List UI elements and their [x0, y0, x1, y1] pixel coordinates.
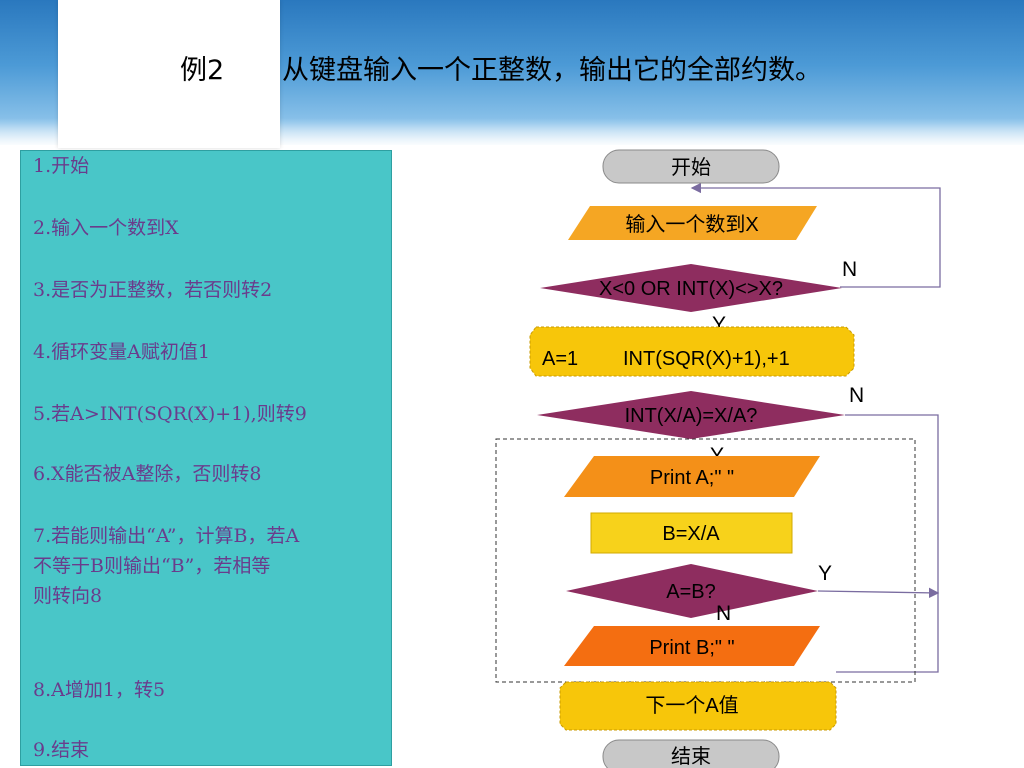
start-terminal	[602, 149, 780, 184]
equal-decision	[566, 564, 818, 618]
end-terminal	[602, 739, 780, 768]
equal-no-label: N	[716, 602, 731, 625]
step-9: 9.结束	[33, 739, 90, 761]
step-7: 7.若能则输出“A”，计算B，若A	[33, 525, 300, 547]
calc-b-label: B=X/A	[662, 523, 720, 545]
title-tab	[58, 0, 280, 148]
calc-b-box	[590, 512, 793, 554]
start-label: 开始	[671, 156, 711, 179]
equal-label: A=B?	[666, 581, 715, 603]
print-a-parallelogram	[564, 456, 820, 497]
step-7-line-3: 则转向8	[33, 585, 103, 607]
step-5: 5.若A>INT(SQR(X)+1),则转9	[33, 403, 307, 425]
check-label: X<0 OR INT(X)<>X?	[599, 278, 783, 300]
step-8: 8.A增加1，转5	[33, 679, 166, 701]
step-4: 4.循环变量A赋初值1	[33, 341, 210, 363]
input-label: 输入一个数到X	[625, 213, 758, 236]
print-b-label: Print B;" "	[649, 637, 734, 659]
divisible-decision	[537, 391, 845, 439]
input-parallelogram	[568, 206, 817, 240]
loop-range-label: INT(SQR(X)+1),+1	[623, 348, 790, 370]
print-b-parallelogram	[564, 626, 820, 666]
next-a-box	[559, 681, 837, 731]
divisible-label: INT(X/A)=X/A?	[625, 405, 758, 427]
end-label: 结束	[671, 745, 711, 768]
print-a-label: Print A;" "	[650, 467, 734, 489]
page-title: 从键盘输入一个正整数，输出它的全部约数。	[282, 55, 822, 86]
steps-panel: 1.开始 2.输入一个数到X 3.是否为正整数，若否则转2 4.循环变量A赋初值…	[20, 150, 392, 766]
loop-init-box	[529, 326, 855, 377]
step-6: 6.X能否被A整除，否则转8	[33, 463, 262, 485]
check-decision	[540, 264, 842, 312]
example-number: 例2	[180, 55, 225, 86]
step-7-line-2: 不等于B则输出“B”，若相等	[33, 555, 271, 577]
step-3: 3.是否为正整数，若否则转2	[33, 279, 273, 301]
equal-yes-label: Y	[818, 562, 832, 585]
check-no-label: N	[842, 258, 857, 281]
loop-init-label: A=1	[542, 348, 578, 370]
step-1: 1.开始	[33, 155, 90, 177]
divisible-no-label: N	[849, 384, 864, 407]
next-a-label: 下一个A值	[645, 694, 738, 717]
step-2: 2.输入一个数到X	[33, 217, 179, 239]
